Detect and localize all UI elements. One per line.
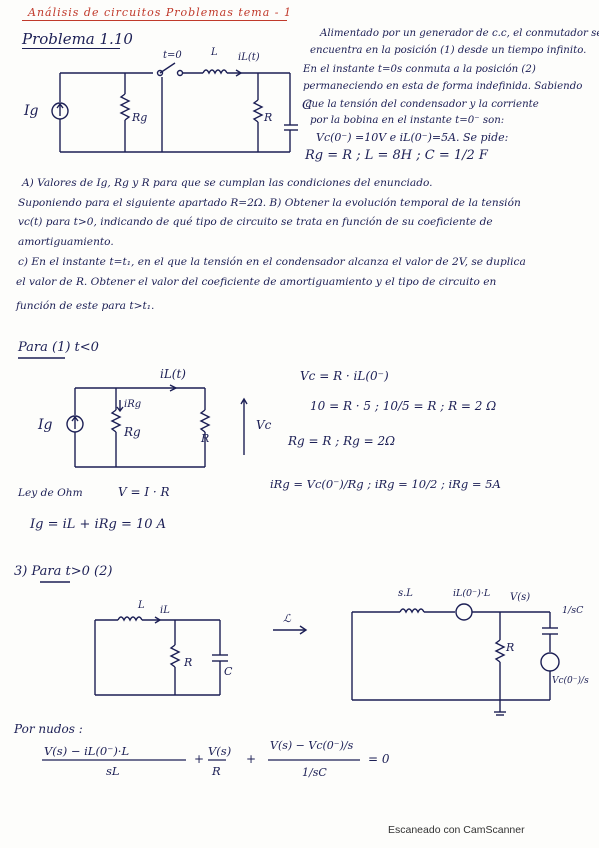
question-b-3: amortiguamiento. bbox=[18, 236, 114, 248]
problem-title: Problema 1.10 bbox=[22, 30, 133, 48]
header-underline bbox=[22, 20, 287, 21]
statement-line-2: encuentra en la posición (1) desde un ti… bbox=[310, 45, 587, 56]
circuit-parameters: Rg = R ; L = 8H ; C = 1/2 F bbox=[305, 148, 488, 163]
equation-r: 10 = R · 5 ; 10/5 = R ; R = 2 Ω bbox=[310, 399, 497, 413]
circuit4-il-source-label: iL(0⁻)·L bbox=[453, 588, 491, 599]
node-term-3-numerator: V(s) − Vc(0⁻)/s bbox=[270, 739, 354, 752]
node-method-label: Por nudos : bbox=[14, 722, 83, 736]
statement-line-1: Alimentado por un generador de c.c, el c… bbox=[320, 28, 599, 39]
circuit3-il-label: iL bbox=[160, 605, 170, 616]
circuit2-rg-label: Rg bbox=[124, 425, 141, 439]
circuit2-ig-label: Ig bbox=[38, 417, 53, 433]
circuit1-rg-label: Rg bbox=[132, 111, 148, 124]
ohm-law-formula: V = I · R bbox=[118, 485, 170, 499]
circuit3-r-label: R bbox=[184, 656, 193, 669]
circuit1-ig-label: Ig bbox=[24, 103, 39, 119]
page-header: Análisis de circuitos Problemas tema - 1 bbox=[28, 6, 292, 19]
node-term-2-denominator: R bbox=[212, 764, 221, 778]
circuit4-vc-source-label: Vc(0⁻)/s bbox=[552, 676, 589, 686]
circuit1-il-label: iL(t) bbox=[238, 52, 260, 63]
circuit1-t0-label: t=0 bbox=[163, 50, 182, 61]
statement-line-5: que la tensión del condensador y la corr… bbox=[305, 99, 539, 110]
circuit3-c-label: C bbox=[224, 665, 233, 678]
question-b-2: vc(t) para t>0, indicando de qué tipo de… bbox=[18, 216, 493, 228]
statement-line-3: En el instante t=0s conmuta a la posició… bbox=[303, 64, 536, 75]
circuit3-l-label: L bbox=[138, 600, 145, 611]
question-c-2: el valor de R. Obtener el valor del coef… bbox=[16, 276, 497, 288]
circuit2-irg-label: iRg bbox=[124, 399, 142, 410]
question-a: A) Valores de Ig, Rg y R para que se cum… bbox=[22, 177, 433, 189]
section-1-title: Para (1) t<0 bbox=[18, 340, 99, 355]
question-c-3: función de este para t>t₁. bbox=[16, 300, 155, 312]
circuit1-c-label: C bbox=[302, 98, 312, 113]
equation-vc: Vc = R · iL(0⁻) bbox=[300, 369, 389, 383]
question-b-1: Suponiendo para el siguiente apartado R=… bbox=[18, 197, 521, 209]
node-term-3-denominator: 1/sC bbox=[302, 766, 327, 779]
scanner-watermark: Escaneado con CamScanner bbox=[388, 824, 525, 836]
node-equation-rhs: = 0 bbox=[368, 752, 390, 766]
arrow-symbol: ℒ bbox=[283, 612, 291, 625]
plus-sign-2: + bbox=[246, 752, 257, 766]
circuit2-il-label: iL(t) bbox=[160, 367, 186, 381]
irg-equation: iRg = Vc(0⁻)/Rg ; iRg = 10/2 ; iRg = 5A bbox=[270, 477, 501, 491]
circuit4-zc-label: 1/sC bbox=[562, 605, 584, 616]
ohm-law-label: Ley de Ohm bbox=[18, 487, 83, 499]
statement-line-6: por la bobina en el instante t=0⁻ son: bbox=[310, 115, 505, 126]
node-term-2-numerator: V(s) bbox=[208, 744, 232, 758]
circuit2-r-label: R bbox=[201, 432, 210, 445]
circuit1-r-label: R bbox=[264, 111, 273, 124]
circuit4-sl-label: s.L bbox=[398, 588, 413, 599]
circuit4-vs-label: V(s) bbox=[510, 592, 531, 603]
section-2-title: 3) Para t>0 (2) bbox=[14, 564, 113, 579]
title-underline bbox=[22, 48, 120, 49]
node-term-1-denominator: sL bbox=[106, 764, 120, 778]
circuit2-vc-label: Vc bbox=[256, 418, 272, 432]
question-c-1: c) En el instante t=t₁, en el que la ten… bbox=[18, 256, 526, 268]
node-term-1-numerator: V(s) − iL(0⁻)·L bbox=[44, 744, 130, 758]
equation-rg: Rg = R ; Rg = 2Ω bbox=[288, 434, 396, 448]
circuit1-l-label: L bbox=[211, 47, 218, 58]
ig-equation: Ig = iL + iRg = 10 A bbox=[30, 517, 167, 532]
initial-conditions: Vc(0⁻) =10V e iL(0⁻)=5A. Se pide: bbox=[316, 131, 509, 144]
circuit4-r-label: R bbox=[506, 641, 515, 654]
plus-sign-1: + bbox=[194, 752, 205, 766]
statement-line-4: permaneciendo en esta de forma indefinid… bbox=[303, 81, 583, 92]
